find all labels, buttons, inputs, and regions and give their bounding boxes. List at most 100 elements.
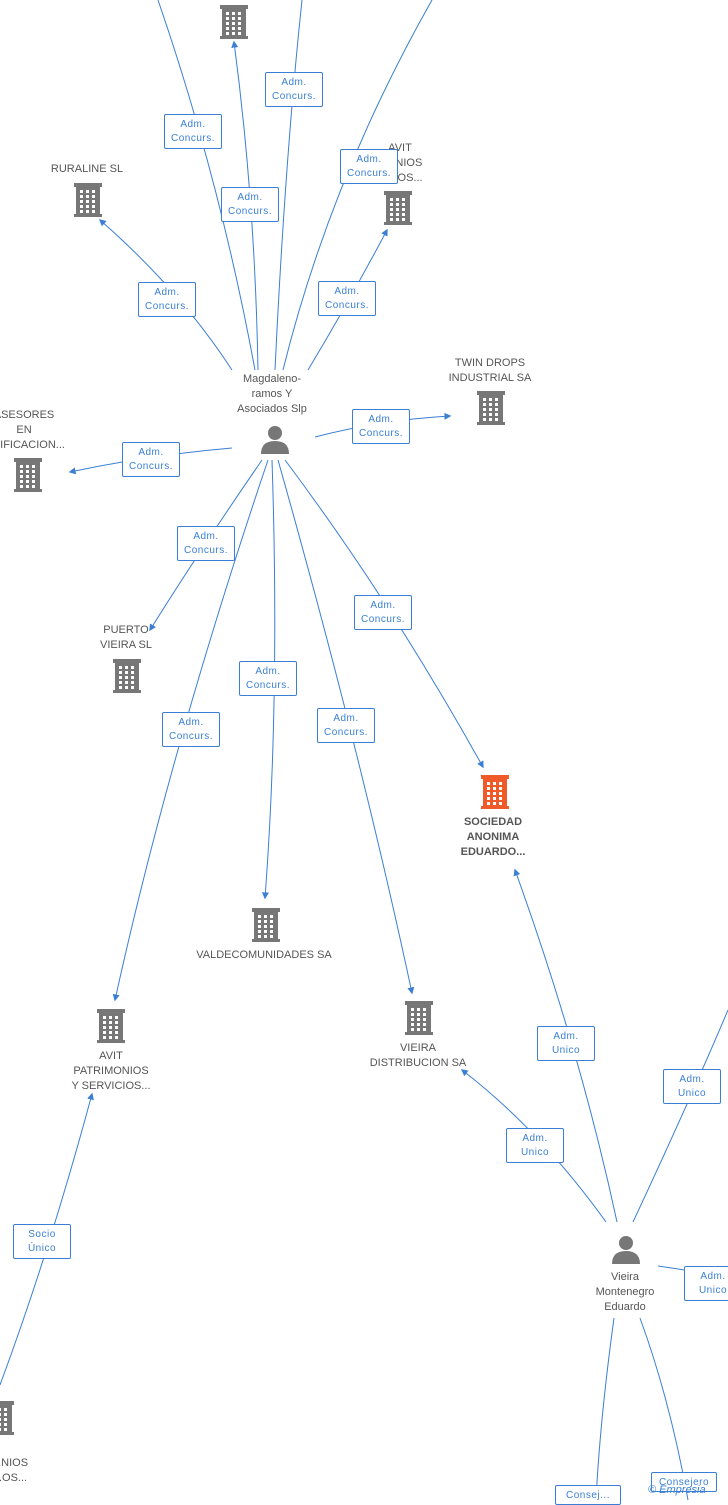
node-label-line: EDUARDO... bbox=[460, 846, 526, 858]
edge-role-label-line: Concurs. bbox=[358, 428, 403, 439]
node-label-line: ...NIOS bbox=[0, 1457, 29, 1469]
edge-role-label-line: Concurs. bbox=[227, 206, 272, 217]
edge-role-label-line: Concurs. bbox=[144, 301, 189, 312]
company-building-icon[interactable] bbox=[405, 1001, 433, 1035]
edge-role-label-line: Adm. bbox=[154, 287, 180, 298]
edge-role-label-line: Adm. bbox=[333, 713, 359, 724]
edge-role-label[interactable]: Adm. Unico bbox=[684, 1266, 728, 1301]
edge-role-label[interactable]: Adm. Concurs. bbox=[221, 187, 279, 222]
node-label-line: ANONIMA bbox=[466, 831, 520, 843]
node-label-line: DISTRIBUCION SA bbox=[369, 1057, 467, 1069]
edge-role-label-line: Concurs. bbox=[271, 91, 316, 102]
node-label-line: Vieira bbox=[611, 1271, 639, 1283]
edge-role-label[interactable]: Adm.Concurs. bbox=[162, 712, 220, 747]
node-label-line: ...NIFICACION... bbox=[0, 439, 65, 451]
node-label-sociedad[interactable]: SOCIEDAD ANONIMA EDUARDO... bbox=[418, 815, 568, 860]
edge-role-label[interactable]: Adm. Concurs. bbox=[177, 526, 235, 561]
edge-role-label[interactable]: Adm.Unico bbox=[663, 1069, 721, 1104]
edge-role-label-line: Adm. bbox=[334, 286, 360, 297]
node-label-line: Asociados Slp bbox=[237, 403, 307, 415]
edge-role-label[interactable]: Adm. Unico bbox=[537, 1026, 595, 1061]
node-label-line: VALDECOMUNIDADES SA bbox=[196, 949, 332, 961]
edge-role-label-line: Concurs. bbox=[323, 727, 368, 738]
edge-role-label-line: Concurs. bbox=[168, 731, 213, 742]
node-label-magdaleno[interactable]: Magdaleno-ramos Y Asociados Slp bbox=[197, 372, 347, 417]
edge-role-label-line: Consej... bbox=[566, 1490, 610, 1501]
edge-role-label[interactable]: Consej... bbox=[555, 1485, 621, 1505]
edge-role-label-line: Concurs. bbox=[170, 133, 215, 144]
edge-role-label[interactable]: Consejero bbox=[651, 1472, 717, 1492]
edge-role-label[interactable]: Adm. Concurs. bbox=[317, 708, 375, 743]
node-label-line: PUERTO bbox=[103, 624, 149, 636]
node-label-line: TWIN DROPS bbox=[454, 357, 526, 369]
edge-role-label[interactable]: Adm. Concurs. bbox=[352, 409, 410, 444]
edge-role-label-line: Adm. bbox=[255, 666, 281, 677]
company-building-icon[interactable] bbox=[252, 908, 280, 942]
edge-role-label-line: Adm. bbox=[553, 1031, 579, 1042]
edge-role-label-line: Adm. bbox=[138, 447, 164, 458]
edge-role-label[interactable]: Adm. Concurs. bbox=[265, 72, 323, 107]
edge-role-label-line: Adm. bbox=[281, 77, 307, 88]
company-building-icon[interactable] bbox=[97, 1009, 125, 1043]
node-icons bbox=[0, 5, 640, 1435]
node-label-line: RURALINE SL bbox=[50, 163, 124, 175]
edge-role-label-line: Adm. bbox=[180, 119, 206, 130]
node-label-line: VIEIRA bbox=[399, 1042, 437, 1054]
node-label-puerto-vieira[interactable]: PUERTO VIEIRA SL bbox=[51, 623, 201, 653]
edge-role-label[interactable]: Adm.Concurs. bbox=[354, 595, 412, 630]
edge-role-label[interactable]: Adm. Concurs. bbox=[164, 114, 222, 149]
node-label-ruraline[interactable]: RURALINE SL bbox=[12, 162, 162, 177]
edge-role-label[interactable]: Adm. Concurs. bbox=[318, 281, 376, 316]
edge-role-label-line: Concurs. bbox=[346, 168, 391, 179]
company-building-icon[interactable] bbox=[477, 391, 505, 425]
node-label-valdecomunidades[interactable]: VALDECOMUNIDADES SA bbox=[189, 948, 339, 963]
edge-role-label-line: Único bbox=[27, 1243, 57, 1254]
edge-role-label-line: Socio bbox=[28, 1229, 56, 1240]
edge-role-label-line: Unico bbox=[698, 1285, 728, 1296]
node-label-bottom-left-company[interactable]: ...NIOS ...OS... bbox=[0, 1456, 85, 1486]
edge-role-label[interactable]: Adm.Unico bbox=[506, 1128, 564, 1163]
node-label-line: AVIT bbox=[99, 1050, 123, 1062]
edge-role-label-line: Concurs. bbox=[183, 545, 228, 556]
node-label-line: Montenegro bbox=[595, 1286, 655, 1298]
edge-role-label[interactable]: Adm.Concurs. bbox=[340, 149, 398, 184]
node-label-line: SOCIEDAD bbox=[463, 816, 523, 828]
edge-role-label-line: Consejero bbox=[658, 1477, 710, 1488]
company-building-icon[interactable] bbox=[74, 183, 102, 217]
edge-role-label-line: Unico bbox=[551, 1045, 581, 1056]
edge-line bbox=[632, 1009, 728, 1223]
company-building-icon[interactable] bbox=[220, 5, 248, 39]
edge-role-label-line: Adm. bbox=[368, 414, 394, 425]
edge-role-label-line: Concurs. bbox=[360, 614, 405, 625]
person-icon[interactable] bbox=[612, 1236, 640, 1264]
edge-role-label-line: Concurs. bbox=[245, 680, 290, 691]
edge-role-label-line: Adm. bbox=[237, 192, 263, 203]
company-building-icon[interactable] bbox=[113, 659, 141, 693]
watermark: © Empresia bbox=[648, 1484, 706, 1496]
edge-role-label-line: Adm. bbox=[193, 531, 219, 542]
node-label-line: ...OS... bbox=[0, 1472, 28, 1484]
company-building-icon[interactable] bbox=[0, 1401, 14, 1435]
edge-role-label[interactable]: Adm. Concurs. bbox=[239, 661, 297, 696]
edge-role-label[interactable]: Adm. Concurs. bbox=[138, 282, 196, 317]
company-building-icon[interactable] bbox=[14, 458, 42, 492]
node-label-line: Magdaleno- bbox=[242, 373, 302, 385]
edge-role-label[interactable]: Adm.Concurs. bbox=[122, 442, 180, 477]
node-label-line: EN bbox=[16, 424, 32, 436]
edge-role-label-line: Adm. bbox=[700, 1271, 726, 1282]
person-icon[interactable] bbox=[261, 426, 289, 454]
node-label-vieira-dist[interactable]: VIEIRA DISTRIBUCION SA bbox=[343, 1041, 493, 1071]
node-label-line: ramos Y bbox=[251, 388, 293, 400]
node-label-line: VIEIRA SL bbox=[100, 639, 152, 651]
edge-line bbox=[274, 0, 303, 371]
edge-role-label-line: Concurs. bbox=[324, 300, 369, 311]
edge-role-label-line: Unico bbox=[677, 1088, 707, 1099]
main-company-building-icon[interactable] bbox=[481, 775, 509, 809]
company-building-icon[interactable] bbox=[384, 191, 412, 225]
